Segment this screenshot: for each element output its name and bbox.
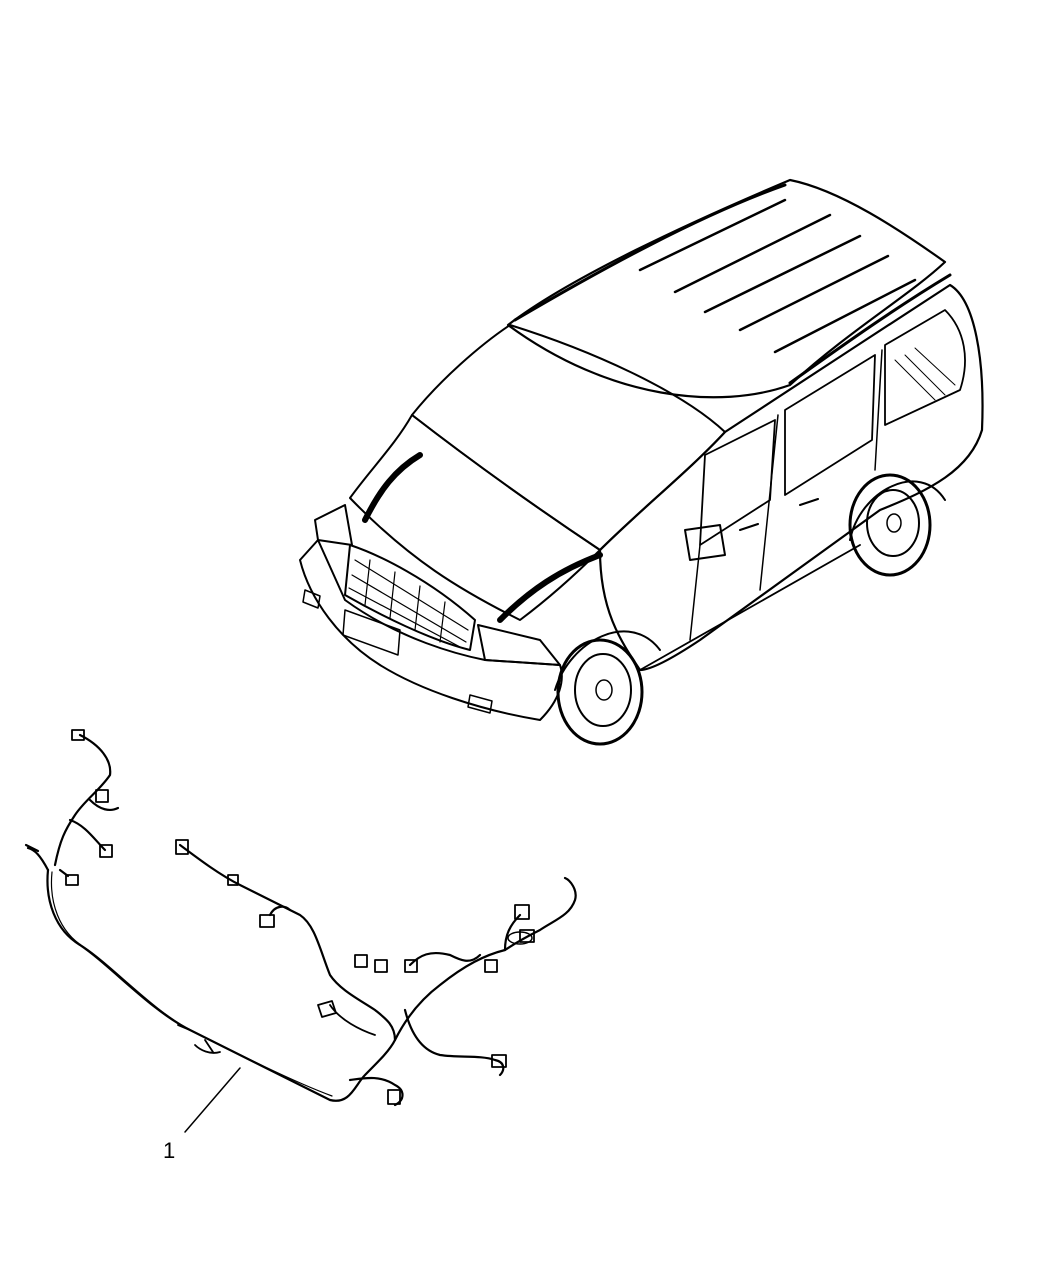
harness-lower-right-branch: [405, 1010, 503, 1075]
van-front-wheel-rim: [575, 654, 631, 726]
van-front-wheel-tire: [558, 640, 642, 744]
van-roof-grooves: [640, 200, 915, 352]
van-rear-wheel-arch: [850, 481, 945, 540]
callout-leader-line: [185, 1068, 240, 1132]
harness-middle-branch: [180, 845, 395, 1040]
van-fog-lamp-right: [468, 695, 492, 713]
harness-right-branch: [410, 878, 576, 965]
harness-connector: [176, 840, 188, 854]
van-grille-bars: [349, 560, 468, 648]
harness-connector: [100, 845, 112, 857]
harness-connector: [260, 915, 274, 927]
van-hood: [350, 415, 600, 620]
van-fog-lamp-left: [303, 590, 320, 608]
van-windshield: [412, 325, 725, 550]
van-door-seams: [690, 350, 882, 640]
van-rear-quarter-window: [885, 310, 965, 425]
harness-connector: [355, 955, 367, 967]
harness-connector: [405, 960, 417, 972]
van-headlamp-left: [315, 505, 352, 545]
van-hood-stripe-2: [500, 555, 600, 620]
harness-connector: [72, 730, 84, 740]
van-front-wheel-hub: [596, 680, 612, 700]
van-headlamp-right: [478, 625, 560, 665]
van-hood-stripe-1: [365, 455, 420, 520]
harness-connector: [388, 1090, 400, 1104]
harness-main-trunk: [47, 870, 505, 1101]
van-door-handles: [740, 499, 818, 530]
minivan-illustration: [300, 180, 983, 744]
harness-connector: [485, 960, 497, 972]
van-side-mirror: [685, 525, 725, 560]
harness-left-branch: [28, 735, 110, 870]
van-roof-rail-left: [515, 185, 785, 320]
van-roof-rail-right: [790, 275, 950, 383]
van-window-tint-lines: [895, 348, 955, 400]
harness-clip: [178, 1025, 220, 1053]
harness-connector: [492, 1055, 506, 1067]
van-grille: [345, 545, 475, 650]
van-roof: [508, 180, 945, 397]
harness-connector: [515, 905, 529, 919]
van-sliding-door-window: [785, 355, 875, 495]
wiring-harness: [26, 730, 576, 1132]
harness-connector: [520, 930, 534, 942]
van-rear-wheel-rim: [867, 490, 919, 556]
van-rear-wheel-hub: [887, 514, 901, 532]
van-rear-wheel-tire: [850, 475, 930, 575]
van-license-plate: [343, 610, 400, 655]
harness-connector: [96, 790, 108, 802]
harness-connector: [66, 875, 78, 885]
van-front-bumper: [300, 540, 562, 720]
callout-number: 1: [163, 1138, 176, 1163]
van-side-body: [600, 285, 983, 670]
harness-connector: [228, 875, 238, 885]
van-rocker-panel: [640, 545, 860, 670]
harness-connector: [375, 960, 387, 972]
